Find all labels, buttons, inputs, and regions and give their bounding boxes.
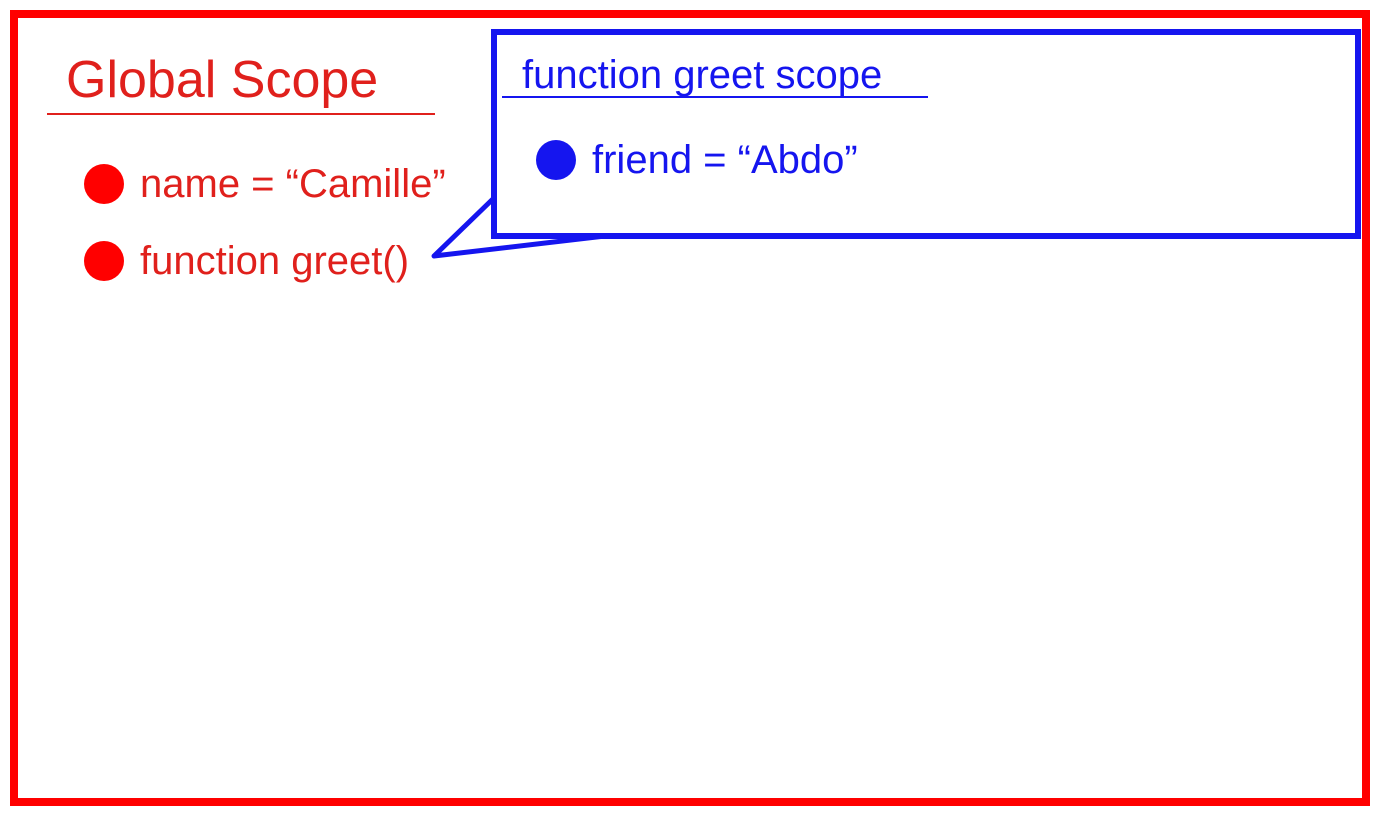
function-scope-title: function greet scope: [522, 53, 883, 97]
function-item-friend-label: friend = “Abdo”: [592, 138, 858, 182]
global-item-name: name = “Camille”: [84, 160, 446, 208]
global-scope-title-underline: [47, 113, 435, 115]
function-scope-title-underline: [502, 96, 928, 98]
function-bullet-icon: [536, 140, 576, 180]
function-greet-scope-box: [491, 29, 1361, 239]
function-item-friend: friend = “Abdo”: [536, 136, 858, 184]
global-item-name-label: name = “Camille”: [140, 162, 446, 206]
global-bullet-icon: [84, 164, 124, 204]
global-item-greet-label: function greet(): [140, 239, 410, 283]
global-item-greet-function: function greet(): [84, 237, 409, 285]
global-scope-title: Global Scope: [66, 51, 379, 109]
global-bullet-icon: [84, 241, 124, 281]
